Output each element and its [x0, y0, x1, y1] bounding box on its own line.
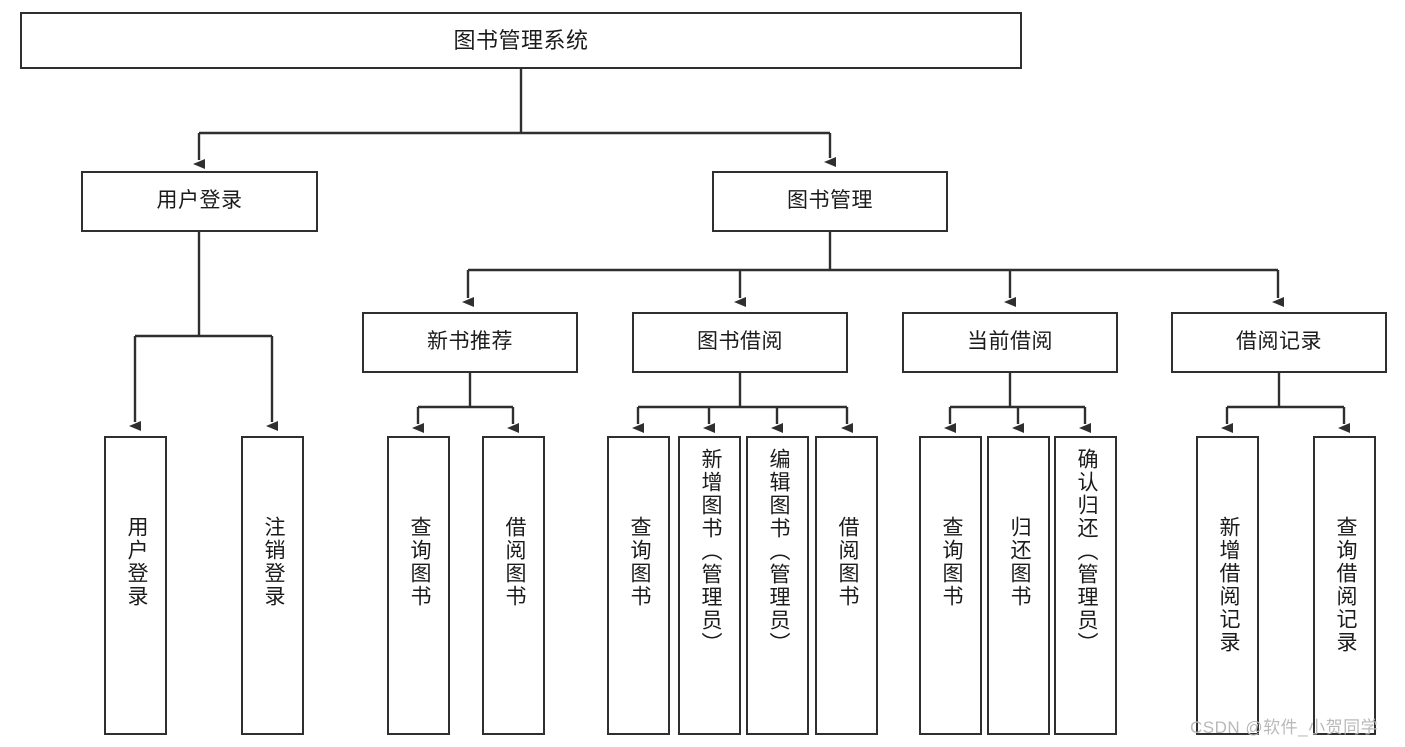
node-current-borrow[interactable]: 当前借阅 [902, 312, 1118, 373]
node-new-book-recommend[interactable]: 新书推荐 [362, 312, 578, 373]
node-label: 查询借阅记录 [1333, 516, 1357, 654]
node-label: 查询图书 [407, 516, 431, 608]
leaf-borrow-record-query-record[interactable]: 查询借阅记录 [1313, 436, 1376, 735]
node-label: 借阅图书 [502, 516, 526, 608]
leaf-book-borrow-add-book-admin[interactable]: 新增图书（管理员） [678, 436, 741, 735]
node-label: 新书推荐 [427, 330, 513, 354]
node-label: 借阅记录 [1236, 330, 1322, 354]
leaf-current-borrow-confirm-return-admin[interactable]: 确认归还（管理员） [1054, 436, 1117, 735]
csdn-watermark: CSDN @软件_小贺同学 [1190, 718, 1379, 737]
node-label: 编辑图书（管理员） [766, 448, 790, 655]
node-label: 图书管理系统 [453, 27, 589, 53]
leaf-current-borrow-query-book[interactable]: 查询图书 [919, 436, 982, 735]
node-label: 图书管理 [787, 189, 873, 213]
leaf-user-login-logout[interactable]: 注销登录 [241, 436, 304, 735]
leaf-new-book-borrow-book[interactable]: 借阅图书 [482, 436, 545, 735]
node-root-book-management-system[interactable]: 图书管理系统 [20, 12, 1022, 69]
node-user-login[interactable]: 用户登录 [81, 171, 318, 232]
node-label: 用户登录 [156, 189, 243, 213]
leaf-borrow-record-add-record[interactable]: 新增借阅记录 [1196, 436, 1259, 735]
node-label: 查询图书 [939, 516, 963, 608]
node-label: 查询图书 [627, 516, 651, 608]
node-label: 新增图书（管理员） [698, 448, 722, 655]
node-label: 新增借阅记录 [1216, 516, 1240, 654]
node-label: 归还图书 [1007, 516, 1031, 608]
leaf-book-borrow-borrow-book[interactable]: 借阅图书 [815, 436, 878, 735]
leaf-user-login-login[interactable]: 用户登录 [104, 436, 167, 735]
node-label: 用户登录 [124, 516, 148, 608]
leaf-book-borrow-query-book[interactable]: 查询图书 [607, 436, 670, 735]
node-label: 借阅图书 [835, 516, 859, 608]
node-book-borrow[interactable]: 图书借阅 [632, 312, 848, 373]
node-borrow-record[interactable]: 借阅记录 [1171, 312, 1387, 373]
node-book-management[interactable]: 图书管理 [712, 171, 948, 232]
leaf-new-book-query-book[interactable]: 查询图书 [387, 436, 450, 735]
node-label: 图书借阅 [697, 330, 783, 354]
node-label: 注销登录 [261, 516, 285, 608]
node-label: 确认归还（管理员） [1074, 448, 1098, 655]
leaf-book-borrow-edit-book-admin[interactable]: 编辑图书（管理员） [746, 436, 809, 735]
node-label: 当前借阅 [967, 330, 1053, 354]
leaf-current-borrow-return-book[interactable]: 归还图书 [987, 436, 1050, 735]
